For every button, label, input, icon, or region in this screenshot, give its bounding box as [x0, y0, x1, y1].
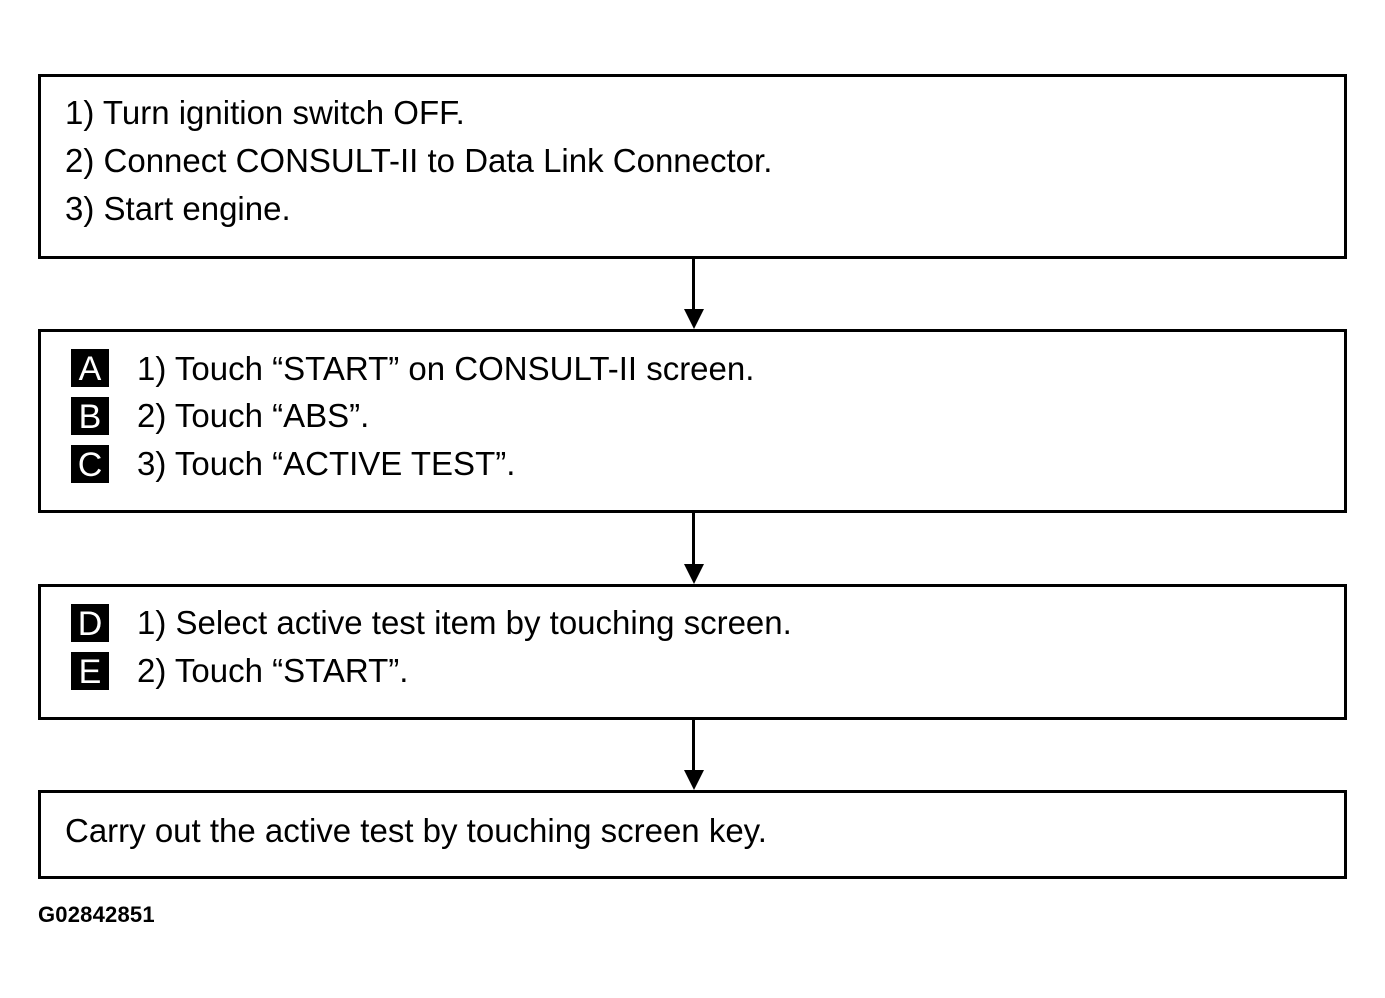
step-3-box: D 1) Select active test item by touching…: [38, 584, 1347, 720]
step-4-box: Carry out the active test by touching sc…: [38, 790, 1347, 879]
flow-arrow-3-shaft: [692, 720, 695, 772]
figure-id: G02842851: [38, 902, 155, 927]
flow-arrow-1-shaft: [692, 259, 695, 311]
flow-arrow-2-head-icon: [684, 564, 704, 584]
step-2-line-2: 2) Touch “ABS”.: [137, 397, 370, 434]
step-1-line-1: 1) Turn ignition switch OFF.: [65, 94, 465, 131]
badge-b-icon: B: [71, 397, 109, 436]
flow-arrow-3-head-icon: [684, 770, 704, 790]
step-2-line-1: 1) Touch “START” on CONSULT-II screen.: [137, 350, 755, 387]
step-1-line-3: 3) Start engine.: [65, 190, 291, 227]
step-4-line: Carry out the active test by touching sc…: [65, 812, 767, 849]
badge-a-icon: A: [71, 349, 109, 388]
step-3-line-2: 2) Touch “START”.: [137, 652, 409, 689]
step-3-line-1: 1) Select active test item by touching s…: [137, 604, 792, 641]
flow-arrow-2-shaft: [692, 513, 695, 566]
step-2-box: A 1) Touch “START” on CONSULT-II screen.…: [38, 329, 1347, 513]
badge-d-icon: D: [71, 604, 109, 643]
step-1-box: 1) Turn ignition switch OFF. 2) Connect …: [38, 74, 1347, 259]
step-1-line-2: 2) Connect CONSULT-II to Data Link Conne…: [65, 142, 773, 179]
flow-arrow-1-head-icon: [684, 309, 704, 329]
step-2-line-3: 3) Touch “ACTIVE TEST”.: [137, 445, 516, 482]
badge-c-icon: C: [71, 445, 109, 484]
badge-e-icon: E: [71, 652, 109, 691]
